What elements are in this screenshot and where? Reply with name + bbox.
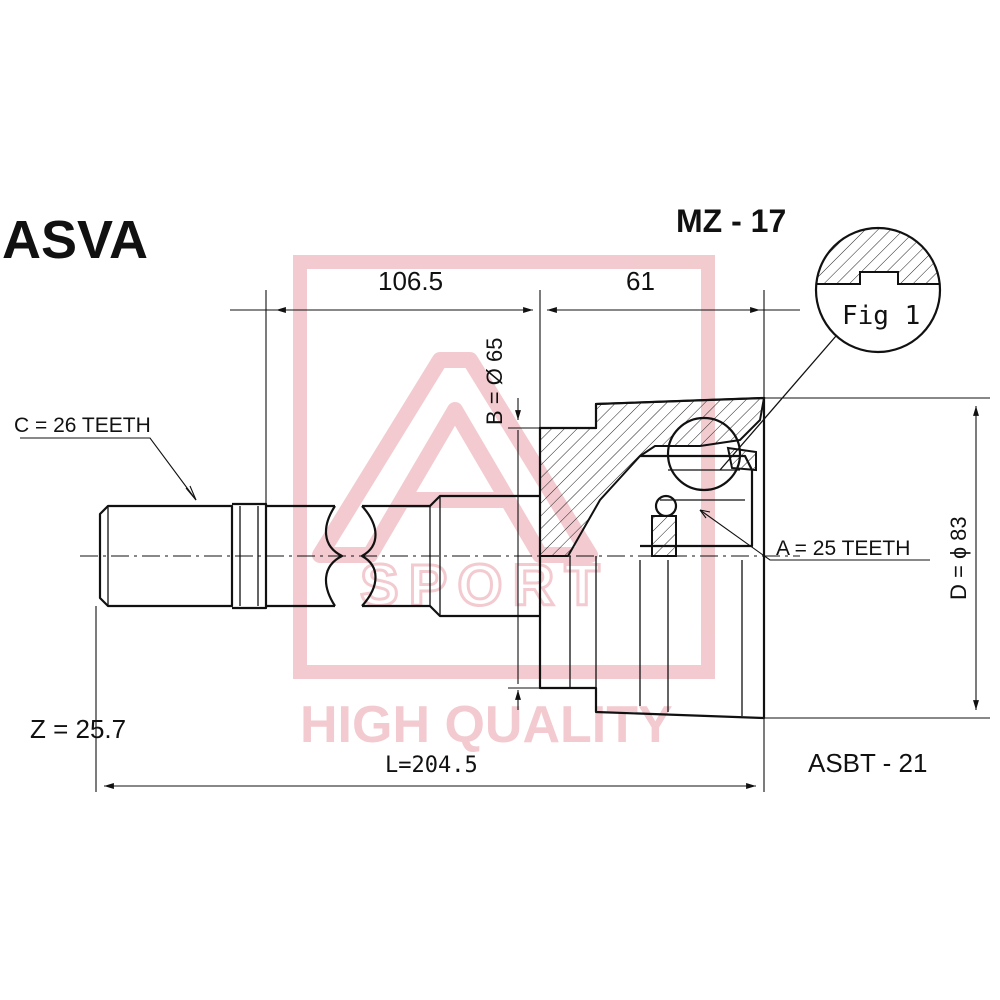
watermark-frame	[293, 255, 715, 679]
boot-code: ASBT - 21	[808, 748, 927, 778]
dim-d-label: D = ɸ 83	[946, 516, 971, 600]
dim-b-label: B = Ø 65	[482, 338, 507, 425]
cv-housing	[538, 396, 766, 720]
b-dimension: B = Ø 65	[482, 338, 540, 710]
dim-housing-length: 61	[626, 266, 655, 296]
top-dimensions: 106.5 61	[230, 266, 800, 506]
bottom-dimension: L=204.5	[95, 606, 765, 792]
part-number: MZ - 17	[676, 203, 786, 239]
spline-end	[98, 502, 268, 610]
dim-shaft-length: 106.5	[378, 266, 443, 296]
a-teeth-label: A = 25 TEETH	[776, 537, 910, 560]
leaders	[20, 437, 930, 561]
watermark-sport-text: SPORT	[360, 553, 610, 618]
c-teeth-label: C = 26 TEETH	[14, 414, 151, 437]
shaft-body	[266, 494, 540, 618]
brand-logo: ASVA	[2, 210, 148, 270]
fig1-detail: Fig 1	[719, 226, 942, 471]
fig1-label: Fig 1	[842, 301, 920, 331]
watermark-quality-text: HIGH QUALITY	[300, 696, 673, 754]
watermark: SPORT HIGH QUALITY	[293, 255, 715, 754]
fig1-circle	[814, 226, 942, 354]
fig1-leader	[719, 335, 837, 471]
dim-total-length: L=204.5	[385, 753, 478, 778]
d-dimension: D = ɸ 83	[764, 397, 990, 719]
z-label: Z = 25.7	[30, 714, 126, 744]
